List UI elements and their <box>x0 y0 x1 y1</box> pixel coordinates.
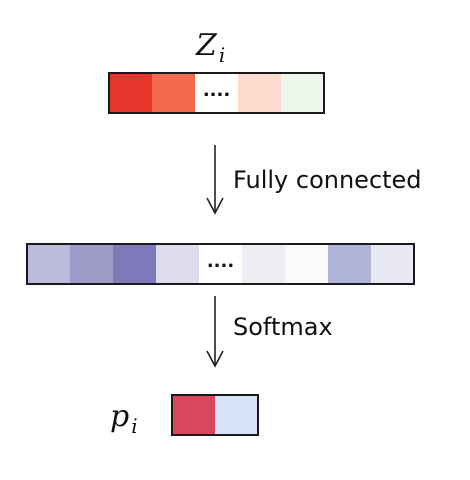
input-vector-symbol: Z <box>195 28 218 63</box>
fully-connected-label: Fully connected <box>233 166 422 194</box>
input-vector-cell-3 <box>195 73 238 113</box>
output-vector <box>171 394 259 436</box>
input-vector-cell-4 <box>238 73 281 113</box>
hidden-vector-ellipsis: .... <box>207 251 234 272</box>
hidden-vector-cell-9 <box>371 244 414 284</box>
hidden-vector-cell-3 <box>113 244 156 284</box>
hidden-vector: .... <box>26 243 415 285</box>
input-vector-ellipsis: .... <box>203 80 230 101</box>
output-vector-symbol: p <box>110 399 129 434</box>
output-vector-cell-1 <box>172 395 215 435</box>
softmax-arrow <box>206 296 224 368</box>
output-vector-border <box>171 394 259 436</box>
hidden-vector-cell-8 <box>328 244 371 284</box>
fully-connected-arrow <box>206 145 224 215</box>
hidden-vector-cell-5 <box>199 244 242 284</box>
input-vector-cell-5 <box>281 73 324 113</box>
input-vector-cell-1 <box>109 73 152 113</box>
hidden-vector-border <box>26 243 415 285</box>
hidden-vector-cell-6 <box>242 244 285 284</box>
hidden-vector-cell-4 <box>156 244 199 284</box>
output-vector-subscript: i <box>131 414 137 438</box>
input-vector-cell-2 <box>152 73 195 113</box>
input-vector-subscript: i <box>219 43 225 67</box>
input-vector-border <box>108 72 325 114</box>
input-vector: .... <box>108 72 325 114</box>
softmax-label: Softmax <box>233 313 333 341</box>
hidden-vector-cell-7 <box>285 244 328 284</box>
hidden-vector-cell-1 <box>27 244 70 284</box>
hidden-vector-cell-2 <box>70 244 113 284</box>
output-vector-cell-2 <box>215 395 258 435</box>
